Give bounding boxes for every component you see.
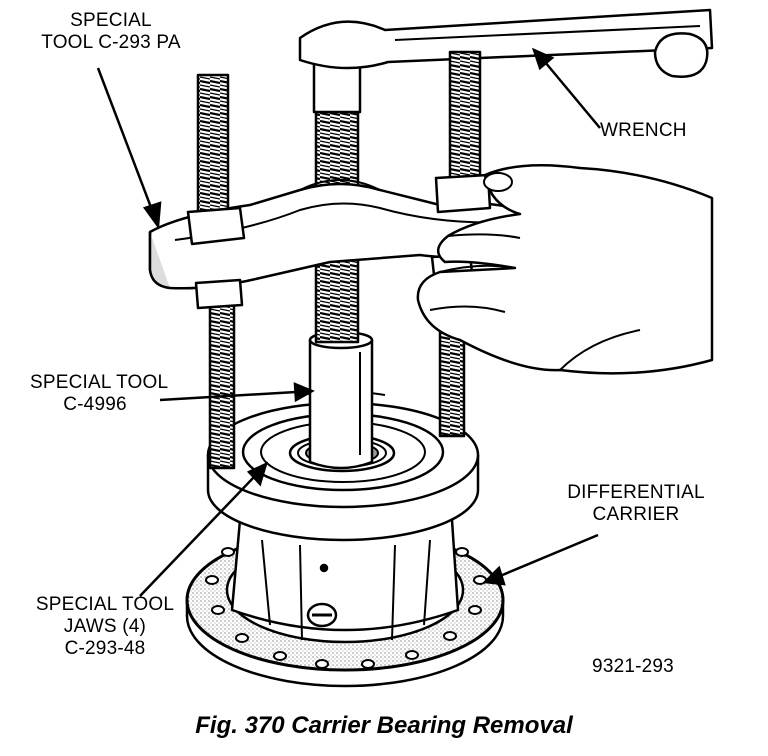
leader-lines <box>96 47 601 597</box>
label-special-tool-c293pa: SPECIAL TOOL C-293 PA <box>26 10 196 54</box>
wrench <box>298 8 714 78</box>
figure-code: 9321-293 <box>578 656 688 678</box>
label-wrench: WRENCH <box>600 120 710 142</box>
label-line: CARRIER <box>592 504 680 525</box>
label-line: C-4996 <box>63 394 127 415</box>
rod-nuts <box>186 173 492 310</box>
hand <box>416 164 714 375</box>
label-differential-carrier: DIFFERENTIAL CARRIER <box>556 482 716 526</box>
carrier-case <box>230 518 460 641</box>
label-line: C-293-48 <box>64 638 146 659</box>
puller-yoke <box>148 179 530 290</box>
label-line: 9321-293 <box>592 656 674 677</box>
label-line: TOOL C-293 PA <box>41 32 181 53</box>
label-special-tool-jaws: SPECIAL TOOL JAWS (4) C-293-48 <box>30 594 180 660</box>
label-line: SPECIAL TOOL <box>30 372 169 393</box>
label-line: WRENCH <box>600 120 687 141</box>
label-special-tool-c4996: SPECIAL TOOL C-4996 <box>30 372 169 416</box>
label-line: SPECIAL <box>70 10 152 31</box>
label-line: DIFFERENTIAL <box>567 482 705 503</box>
figure-caption: Fig. 370 Carrier Bearing Removal <box>195 712 573 739</box>
label-line: JAWS (4) <box>63 616 147 637</box>
label-line: SPECIAL TOOL <box>35 594 175 615</box>
flange-bolt-holes <box>205 547 487 669</box>
adapter-c4996 <box>308 330 374 470</box>
